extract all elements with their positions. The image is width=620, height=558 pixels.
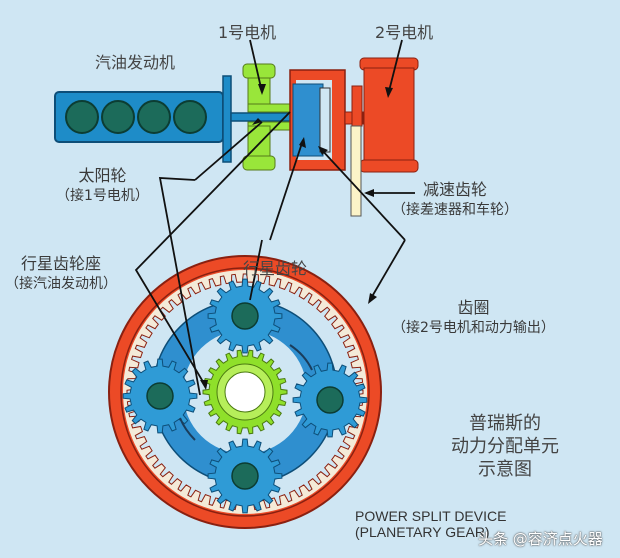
planetary-gear-set [108,255,382,529]
title-line3: 示意图 [478,459,532,480]
english-line1: POWER SPLIT DEVICE [355,508,507,524]
carrier-note: （接汽油发动机） [5,276,117,292]
carrier-title: 行星齿轮座 [20,254,101,273]
reduction-gear-note: （接差速器和车轮） [392,202,518,218]
english-line2: (PLANETARY GEAR) [355,524,490,540]
label-reduction-gear: 减速齿轮 （接差速器和车轮） [392,180,518,220]
title-line2: 动力分配单元 [451,436,559,457]
diagram-title: 普瑞斯的 动力分配单元 示意图 [430,412,580,481]
ring-gear-title: 齿圈 [457,298,490,317]
ring-gear-note: （接2号电机和动力输出） [392,320,555,336]
planet-gear-hub [316,386,344,414]
arrowheads [200,84,393,390]
english-caption: POWER SPLIT DEVICE (PLANETARY GEAR) [355,508,506,540]
planet-gear-hub [146,382,174,410]
sun-gear-hole [224,371,266,413]
rotation-arrow [179,417,196,441]
label-carrier: 行星齿轮座 （接汽油发动机） [5,254,117,294]
label-sun-gear: 太阳轮 （接1号电机） [56,166,149,206]
label-engine: 汽油发动机 [95,53,176,72]
label-ring-gear: 齿圈 （接2号电机和动力输出） [392,298,555,338]
label-mg1: 1号电机 [218,23,277,42]
label-planet-gear: 行星齿轮 [243,259,308,278]
reduction-gear [350,125,362,217]
leader-lines [134,39,415,396]
sun-gear-title: 太阳轮 [78,166,127,185]
rotation-arrow [289,344,313,371]
label-mg2: 2号电机 [375,23,434,42]
sun-gear-note: （接1号电机） [56,188,149,204]
engine-block [54,75,325,163]
watermark: 头条 @容济点火器 [478,530,603,548]
title-line1: 普瑞斯的 [469,413,541,434]
planet-gear-hub [231,462,259,490]
mg2-motor [351,57,419,173]
planet-gear-hub [231,302,259,330]
reduction-gear-title: 减速齿轮 [422,180,487,199]
